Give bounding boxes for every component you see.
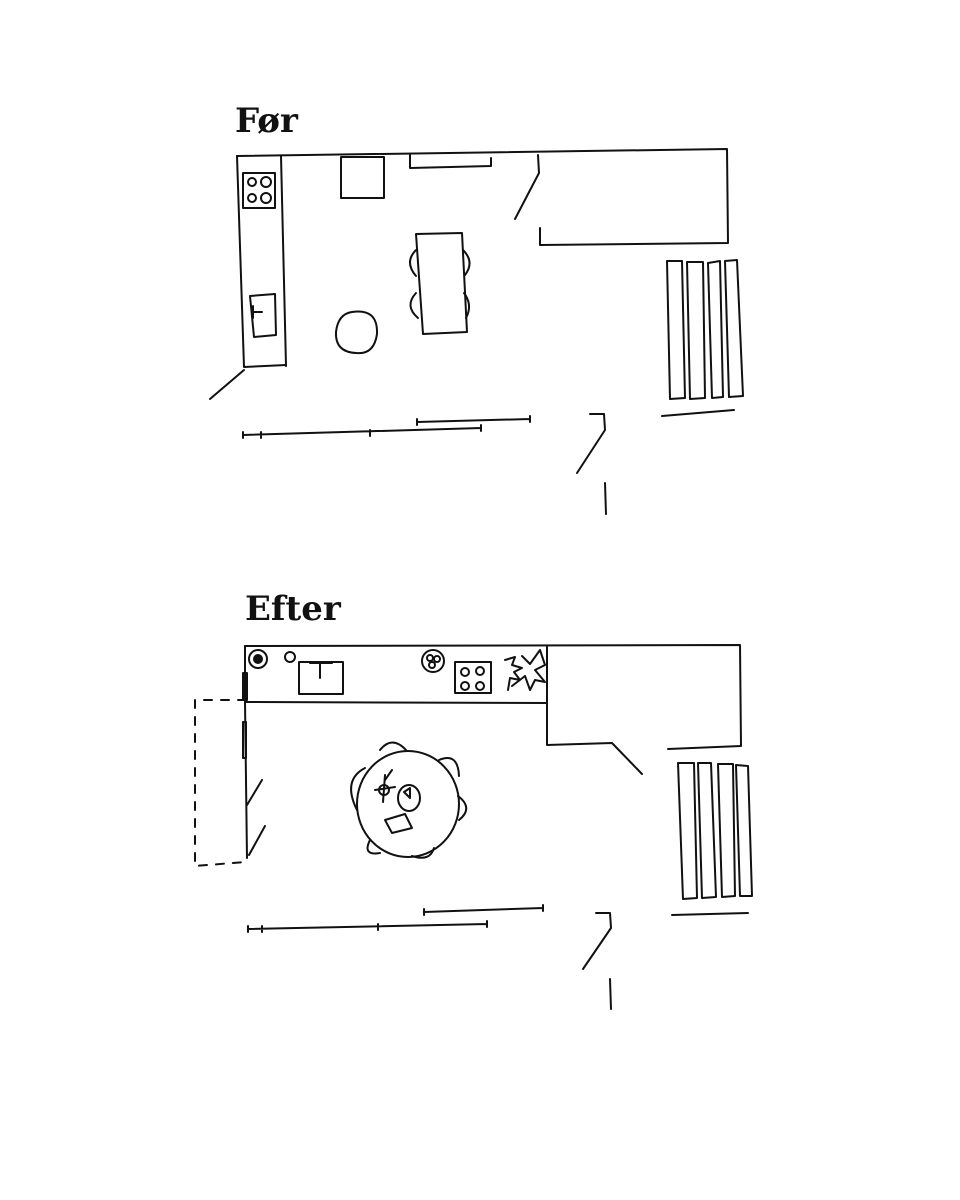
plan-after: Efter	[194, 589, 753, 1010]
window	[409, 154, 492, 169]
round-dining-table	[350, 741, 468, 859]
sink-round	[248, 649, 268, 669]
plan-title-before: Før	[235, 101, 299, 141]
bottom-walls	[242, 409, 735, 515]
plan-title-after: Efter	[245, 589, 342, 629]
sink	[249, 293, 277, 338]
fruit-bowl	[421, 649, 445, 673]
door	[582, 912, 612, 970]
dining-table	[409, 232, 471, 335]
kitchen-counter-items	[248, 649, 546, 695]
stove	[242, 172, 276, 209]
bottom-walls	[247, 904, 749, 1010]
door	[576, 413, 606, 474]
cabinet	[340, 156, 385, 199]
dashed-extension	[194, 699, 247, 867]
shelves	[677, 762, 753, 900]
plan-before: Før	[209, 101, 744, 515]
walls	[242, 644, 742, 859]
shelves	[666, 259, 744, 400]
stove	[454, 661, 492, 694]
round-stool	[334, 310, 379, 355]
walls	[209, 148, 729, 400]
plant	[504, 649, 546, 691]
